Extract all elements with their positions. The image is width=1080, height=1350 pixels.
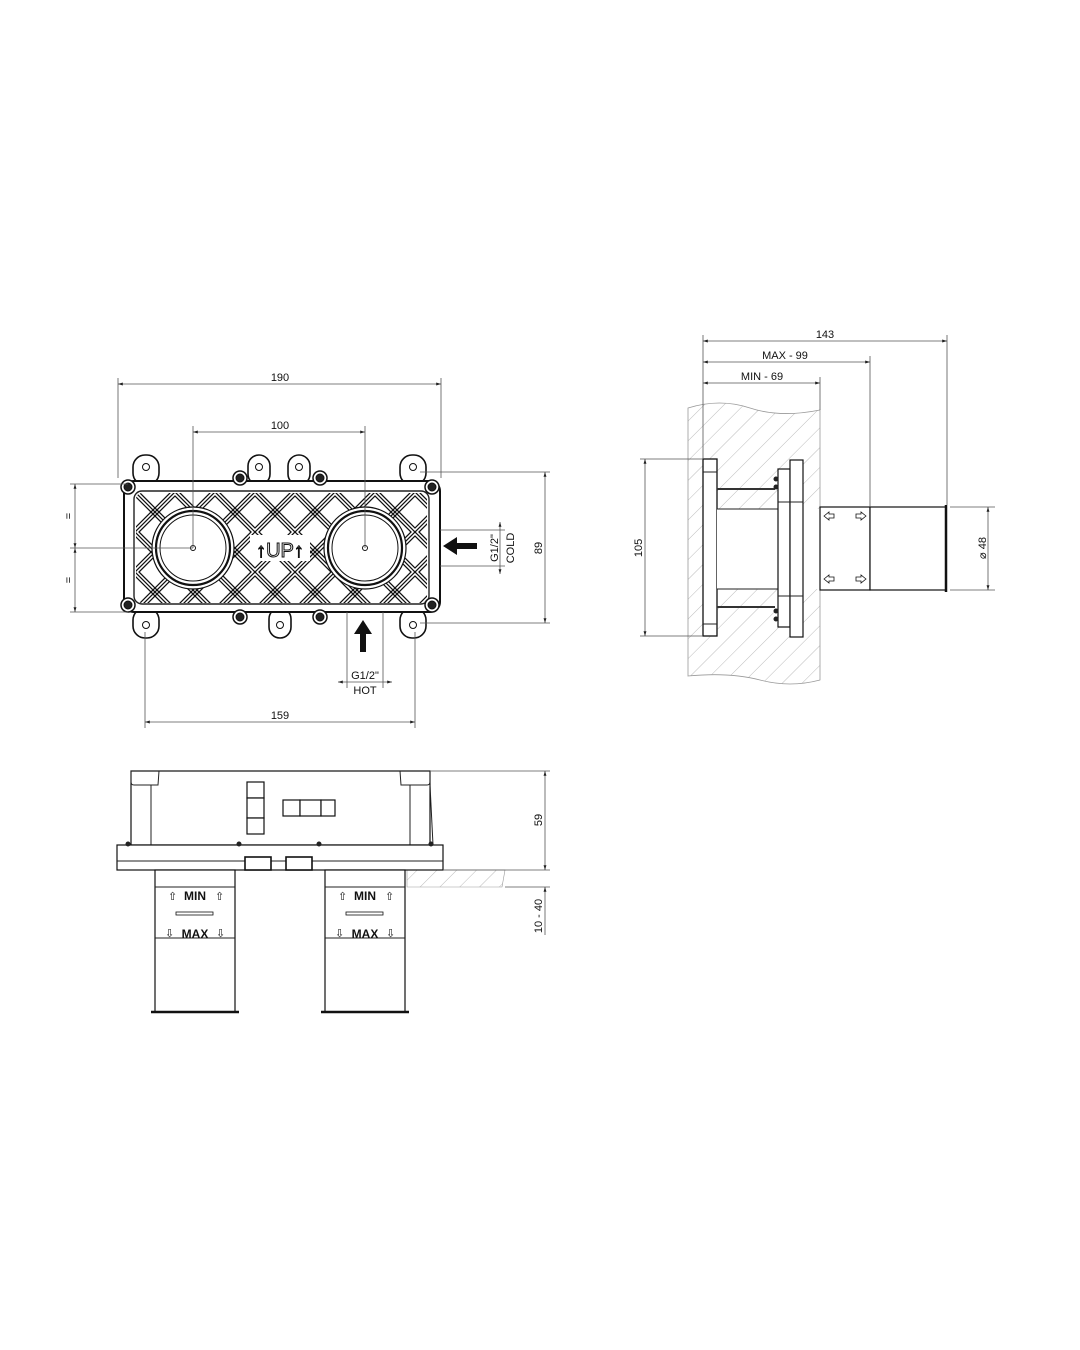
screws [120,470,440,625]
dim-centers: 100 [271,420,289,432]
arrow-up-icon: ⇧ [385,891,394,903]
dim-equal-bottom: = [63,577,75,583]
cold-label: COLD [505,533,517,564]
bottom-view: MIN MAX ⇧ ⇧ ⇩ ⇩ MIN MAX ⇧ ⇧ ⇩ ⇩ 59 10 - … [116,770,550,1014]
dim-overall-depth: 143 [816,329,834,341]
arrow-down-icon: ⇩ [165,928,174,940]
sleeve-max-label: MAX [352,927,379,941]
cold-thread-label: G1/2" [489,534,501,562]
front-view: ↑UP↑ 190 100 159 89 = = G1/2" COLD [63,372,550,728]
hot-label: HOT [353,685,377,697]
dim-max: MAX - 99 [762,350,808,362]
sleeve-max-label: MAX [182,927,209,941]
dim-min: MIN - 69 [741,371,783,383]
arrow-up-icon: ⇧ [215,891,224,903]
cold-inlet-arrow-icon [443,537,477,555]
hot-thread-label: G1/2" [351,670,379,682]
arrow-down-icon: ⇩ [386,928,395,940]
dim-body-height: 59 [533,814,545,826]
base-plate [116,844,444,871]
up-mark: ↑UP↑ [256,540,304,562]
dim-height: 89 [533,542,545,554]
adjust-arrows-icon [823,511,867,584]
sleeve-min-label: MIN [184,889,206,903]
arrow-down-icon: ⇩ [216,928,225,940]
dim-mount-holes: 159 [271,710,289,722]
dim-plate-height: 105 [633,539,645,557]
pipe [869,506,947,591]
hot-inlet-arrow-icon [354,620,372,652]
sleeve-left: MIN MAX ⇧ ⇧ ⇩ ⇩ [151,869,239,1014]
arrow-up-icon: ⇧ [338,891,347,903]
sleeve-right: MIN MAX ⇧ ⇧ ⇩ ⇩ [321,869,409,1014]
dim-equal-top: = [63,513,75,519]
side-view: 143 MAX - 99 MIN - 69 105 ⌀ 48 [633,329,995,685]
floor-section [406,869,506,888]
arrow-down-icon: ⇩ [335,928,344,940]
arrow-up-icon: ⇧ [168,891,177,903]
dim-wall-range: 10 - 40 [533,899,545,933]
sleeve-min-label: MIN [354,889,376,903]
dim-overall-width: 190 [271,372,289,384]
dim-pipe-diameter: ⌀ 48 [977,537,989,559]
